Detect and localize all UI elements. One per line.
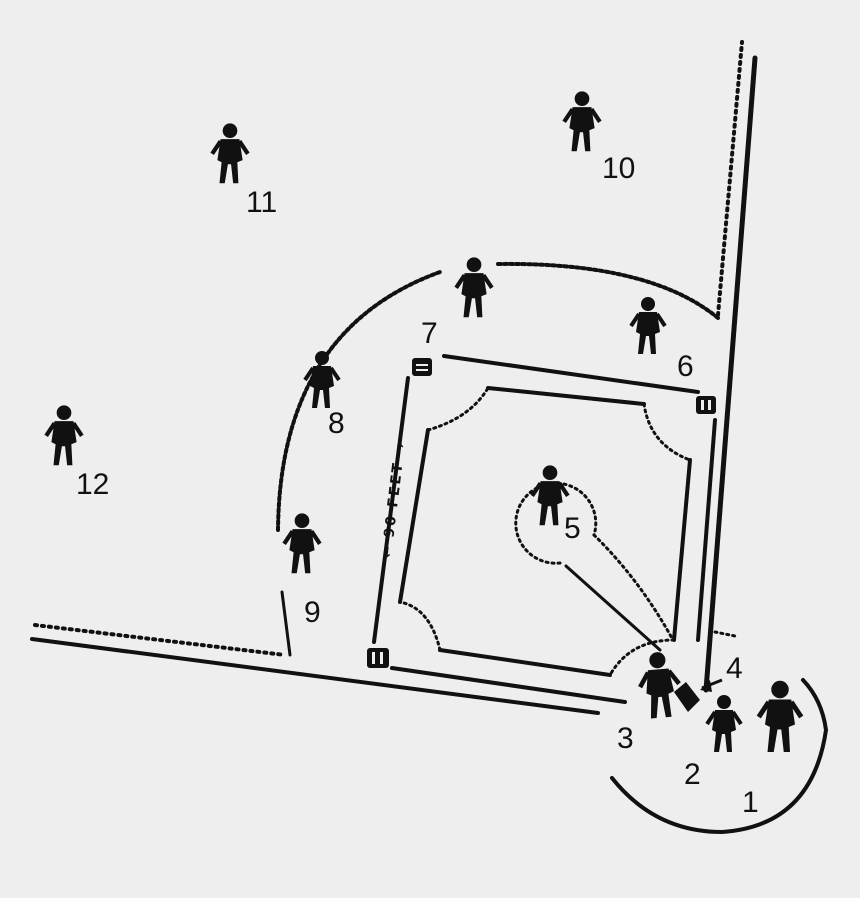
- player-11-figure: [210, 123, 250, 184]
- player-12-label: 12: [76, 468, 109, 501]
- home-circle-dotted: [713, 630, 737, 638]
- home-plate: [674, 682, 700, 712]
- infield-dotted-corners: [398, 386, 692, 677]
- player-3-label: 3: [617, 722, 634, 755]
- home-circle: [610, 678, 829, 835]
- player-10-label: 10: [602, 152, 635, 185]
- left-foul-line: [30, 637, 600, 715]
- third-base: [367, 648, 389, 668]
- player-8-label: 8: [328, 407, 345, 440]
- outfield-arc-foot: [280, 590, 292, 657]
- player-1-label: 1: [742, 786, 759, 819]
- pitcher-path-dotted: [592, 533, 675, 642]
- player-12-figure: [44, 405, 84, 466]
- player-6-label: 6: [677, 350, 694, 383]
- player-5-figure: [530, 465, 570, 526]
- player-9-label: 9: [304, 596, 321, 629]
- player-9-figure: [282, 513, 322, 574]
- second-base: [412, 358, 432, 376]
- player-2-label: 2: [684, 758, 701, 791]
- distance-label: ← 90 FEET →: [379, 440, 409, 559]
- left-foul-line-dotted: [33, 623, 287, 657]
- baseline-second-first: [442, 354, 700, 394]
- player-10-figure: [562, 91, 602, 152]
- baseline-first-home: [696, 418, 717, 642]
- baseline-third-home: [390, 666, 627, 704]
- player-5-label: 5: [564, 512, 581, 545]
- player-4-label: 4: [726, 652, 743, 685]
- player-3-figure: [638, 652, 681, 719]
- player-1-figure: [756, 680, 804, 752]
- player-11-label: 11: [246, 186, 277, 219]
- player-7-label: 7: [421, 317, 438, 350]
- pitcher-path-solid: [564, 564, 662, 652]
- right-foul-line: [703, 55, 758, 693]
- first-base: [696, 396, 716, 414]
- pitchers-circle: [514, 481, 598, 565]
- outfield-arc-left: [276, 270, 442, 532]
- player-7-figure: [454, 257, 494, 318]
- outfield-arc-right: [496, 261, 720, 320]
- player-6-figure: [629, 297, 667, 354]
- plate-arrow-head: [700, 680, 712, 692]
- right-foul-line-dotted: [716, 40, 744, 317]
- infield-inner-square: [398, 386, 692, 677]
- baseline-second-third: [372, 376, 410, 644]
- player-8-figure: [303, 351, 341, 408]
- player-2-figure: [705, 695, 743, 752]
